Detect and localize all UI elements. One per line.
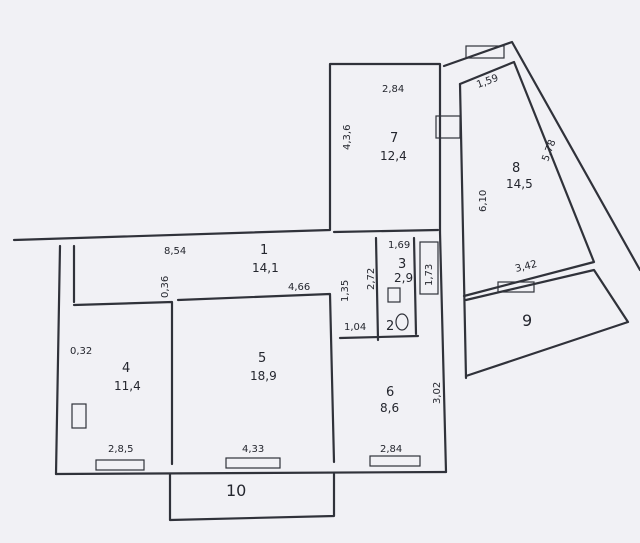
room-7-area: 12,4 bbox=[380, 149, 407, 163]
bathtub bbox=[419, 241, 439, 295]
dim-room6-side: 3,02 bbox=[432, 382, 443, 404]
dim-corridor-length: 8,54 bbox=[164, 246, 186, 257]
room-3-number: 3 bbox=[398, 257, 406, 272]
room-1-number: 1 bbox=[260, 243, 268, 258]
dim-bath-height: 2,72 bbox=[366, 268, 377, 290]
dim-room1-side: 1,35 bbox=[340, 280, 351, 302]
room-4-area: 11,4 bbox=[114, 379, 141, 393]
sink bbox=[387, 287, 401, 303]
room-6-area: 8,6 bbox=[380, 401, 399, 415]
window-7-door bbox=[435, 115, 461, 139]
room-2-number: 2 bbox=[386, 319, 394, 334]
room-8-area: 14,5 bbox=[506, 177, 533, 191]
dim-room8-side: 6,10 bbox=[478, 190, 489, 212]
window-9 bbox=[497, 281, 535, 293]
bath-partition-mid bbox=[412, 236, 418, 336]
outer-wall-north bbox=[12, 62, 442, 242]
dim-bath-width: 1,69 bbox=[388, 240, 410, 251]
dim-room8-diag: 5,78 bbox=[540, 138, 558, 163]
dim-wc-width: 1,04 bbox=[344, 322, 366, 333]
balcony-9-outline bbox=[464, 268, 630, 378]
window-4 bbox=[95, 459, 145, 471]
window-6 bbox=[369, 455, 421, 467]
windows bbox=[95, 45, 535, 471]
wc-partition bbox=[338, 334, 420, 340]
room-labels: 1 14,1 2 3 2,9 4 11,4 5 18,9 6 8,6 7 12,… bbox=[114, 131, 533, 500]
dim-room7-side: 4,3,6 bbox=[342, 125, 353, 150]
window-5 bbox=[225, 457, 281, 469]
room5-partition bbox=[176, 292, 336, 464]
room-5-area: 18,9 bbox=[250, 369, 277, 383]
dim-room5-top: 4,66 bbox=[288, 282, 310, 293]
dim-kitchen-bottom: 2,8,5 bbox=[108, 444, 133, 455]
room-4-number: 4 bbox=[122, 361, 130, 376]
outer-wall-south bbox=[54, 470, 448, 476]
dim-room6-bottom: 2,84 bbox=[380, 444, 402, 455]
dim-kitchen-wall: 0,32 bbox=[70, 346, 92, 357]
dim-corridor-gap: 0,36 bbox=[160, 276, 171, 298]
outer-wall-east bbox=[438, 230, 448, 474]
room4-partition bbox=[72, 300, 174, 466]
room8-inner bbox=[458, 60, 596, 298]
room-5-number: 5 bbox=[258, 351, 266, 366]
outer-wall-west bbox=[54, 244, 62, 476]
room-9-number: 9 bbox=[522, 311, 532, 330]
room7-bottom-wall bbox=[332, 228, 440, 234]
bath-partition-left bbox=[374, 236, 380, 342]
window-8 bbox=[465, 45, 505, 59]
balcony-10-outline bbox=[168, 472, 336, 522]
dimension-labels: 8,54 0,36 4,66 1,35 1,69 2,72 1,73 1,04 … bbox=[70, 73, 558, 455]
dim-room7-top: 2,84 bbox=[382, 84, 404, 95]
dim-loggia-width: 3,42 bbox=[514, 259, 538, 275]
room8-west bbox=[458, 82, 468, 380]
room-6-number: 6 bbox=[386, 385, 394, 400]
toilet bbox=[395, 313, 409, 331]
fixtures bbox=[71, 241, 439, 429]
stove bbox=[71, 403, 87, 429]
room-1-area: 14,1 bbox=[252, 261, 279, 275]
room-8-number: 8 bbox=[512, 161, 520, 176]
room-3-area: 2,9 bbox=[394, 271, 413, 285]
room-10-number: 10 bbox=[226, 481, 246, 500]
dim-bath-right: 1,73 bbox=[424, 264, 435, 286]
room-7-number: 7 bbox=[390, 131, 398, 146]
dim-room5-bottom: 4,33 bbox=[242, 444, 264, 455]
